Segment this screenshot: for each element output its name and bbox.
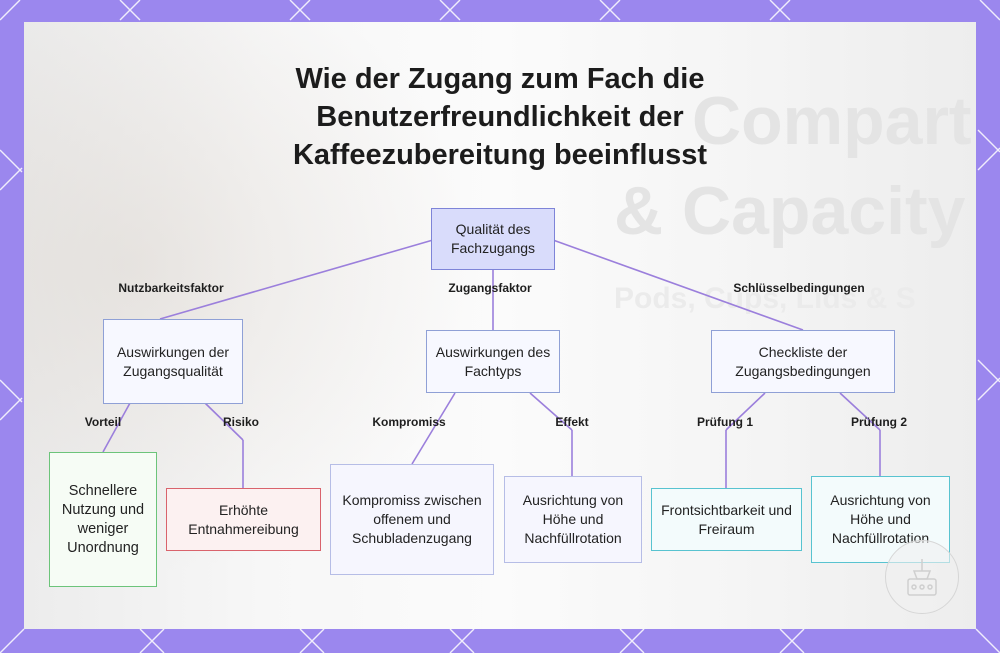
edge-root-to-impact-quality	[159, 239, 434, 320]
node-friction-label: Erhöhte Entnahmereibung	[188, 501, 299, 537]
edge-label-compromise: Kompromiss	[372, 415, 446, 429]
corner-logo-icon	[885, 540, 959, 614]
node-impact-access-quality: Auswirkungen der Zugangsqualität	[103, 319, 243, 404]
node-increased-friction: Erhöhte Entnahmereibung	[166, 488, 321, 551]
background-text-line-2: & Capacity	[614, 173, 966, 249]
edge-type-to-compromise	[411, 392, 456, 465]
edge-checklist-to-alignment-2a	[839, 392, 881, 431]
node-faster-use-label: Schnellere Nutzung und weniger Unordnung	[61, 482, 145, 556]
node-faster-use: Schnellere Nutzung und weniger Unordnung	[49, 452, 157, 587]
node-front-visibility: Frontsichtbarkeit und Freiraum	[651, 488, 802, 551]
title-line-3: Kaffeezubereitung beeinflusst	[292, 139, 708, 171]
edge-quality-to-friction-a	[204, 402, 244, 441]
edge-label-usability-factor: Nutzbarkeitsfaktor	[118, 281, 224, 295]
background-text-line-3: Pods, Cups, Lids & S	[614, 282, 916, 315]
edge-label-effect: Effekt	[555, 415, 589, 429]
node-impact-quality-label: Auswirkungen der Zugangsqualität	[116, 343, 230, 379]
node-alignment-2-label: Ausrichtung von Höhe und Nachfüllrotatio…	[830, 492, 931, 546]
edge-label-advantage: Vorteil	[84, 415, 122, 429]
node-impact-type-label: Auswirkungen des Fachtyps	[435, 343, 551, 379]
title-line-2: Benutzerfreundlichkeit der	[316, 101, 684, 133]
edge-root-to-checklist	[552, 239, 804, 331]
node-compromise-label: Kompromiss zwischen offenem und Schublad…	[342, 492, 482, 546]
edge-quality-to-faster	[102, 402, 131, 453]
background-text-line-1: Compart	[692, 83, 972, 159]
node-checklist-label: Checkliste der Zugangsbedingungen	[735, 343, 871, 379]
edge-label-access-factor: Zugangsfaktor	[448, 281, 532, 295]
node-height-refill-alignment-1: Ausrichtung von Höhe und Nachfüllrotatio…	[504, 476, 642, 563]
edge-checklist-to-front-a	[725, 392, 766, 431]
diagram-title: Wie der Zugang zum Fach die Benutzerfreu…	[200, 60, 800, 174]
node-front-visibility-label: Frontsichtbarkeit und Freiraum	[661, 501, 792, 537]
logo-glyph-icon	[907, 559, 937, 596]
edge-label-check-2: Prüfung 2	[851, 415, 907, 429]
title-line-1: Wie der Zugang zum Fach die	[295, 63, 705, 95]
node-root-access-quality: Qualität des Fachzugangs	[431, 208, 555, 270]
edge-label-check-1: Prüfung 1	[697, 415, 753, 429]
node-impact-compartment-type: Auswirkungen des Fachtyps	[426, 330, 560, 393]
node-compromise-access: Kompromiss zwischen offenem und Schublad…	[330, 464, 494, 575]
node-alignment-1-label: Ausrichtung von Höhe und Nachfüllrotatio…	[522, 492, 624, 546]
node-root-label: Qualität des Fachzugangs	[450, 221, 536, 256]
node-access-checklist: Checkliste der Zugangsbedingungen	[711, 330, 895, 393]
edge-label-key-conditions: Schlüsselbedingungen	[733, 281, 865, 295]
edge-type-to-alignment-1a	[529, 392, 573, 431]
edge-label-risk: Risiko	[222, 415, 260, 429]
background-watermark-text: Compart & Capacity Pods, Cups, Lids & S	[614, 82, 976, 382]
